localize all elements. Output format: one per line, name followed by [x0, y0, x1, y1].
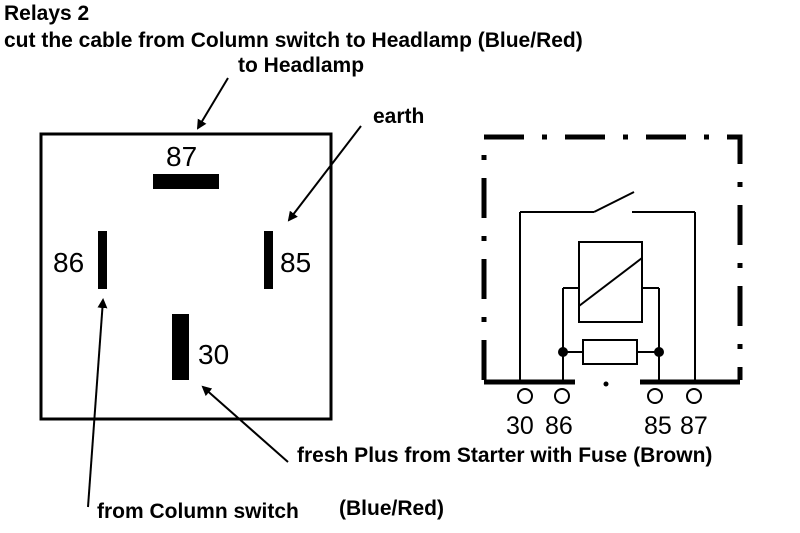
pin-86-blade — [98, 231, 107, 289]
cut-cable-instruction: cut the cable from Column switch to Head… — [4, 29, 583, 52]
terminal-86-connector — [554, 388, 570, 404]
relay-pinout-box — [39, 132, 333, 421]
schematic-bottom-dot — [603, 381, 609, 387]
pin-85-label: 85 — [280, 247, 311, 278]
arrow-fresh-plus-to-pin-30 — [201, 385, 289, 463]
junction-right — [654, 347, 664, 357]
from-column-switch-color-label: (Blue/Red) — [339, 497, 444, 520]
pin-86-label: 86 — [53, 247, 84, 278]
pin-87-blade — [153, 174, 219, 189]
arrow-to-pin-87 — [196, 77, 229, 130]
pin-85-blade — [264, 231, 273, 289]
terminal-85-label: 85 — [644, 412, 672, 440]
pin-87-label: 87 — [166, 141, 197, 172]
coil-diagonal — [578, 257, 643, 307]
switch-lever — [593, 191, 635, 213]
pin-30-blade — [172, 314, 189, 380]
junction-left — [558, 347, 568, 357]
terminal-87-connector — [686, 388, 702, 404]
relay-schematic: 30 86 85 87 — [481, 134, 743, 440]
diagram-title: Relays 2 — [4, 2, 89, 25]
arrow-column-switch-to-pin-86 — [87, 298, 108, 508]
pin-30-label: 30 — [198, 339, 229, 370]
terminal-87-label: 87 — [680, 412, 708, 440]
terminal-85-connector — [647, 388, 663, 404]
from-column-switch-label: from Column switch — [97, 500, 299, 523]
terminal-30-connector — [517, 388, 533, 404]
suppression-resistor — [582, 339, 638, 365]
earth-label: earth — [373, 105, 424, 128]
to-headlamp-label: to Headlamp — [238, 54, 364, 77]
terminal-86-label: 86 — [545, 412, 573, 440]
arrow-earth-to-pin-85 — [287, 125, 362, 222]
fresh-plus-label: fresh Plus from Starter with Fuse (Brown… — [297, 444, 712, 467]
terminal-30-label: 30 — [506, 412, 534, 440]
